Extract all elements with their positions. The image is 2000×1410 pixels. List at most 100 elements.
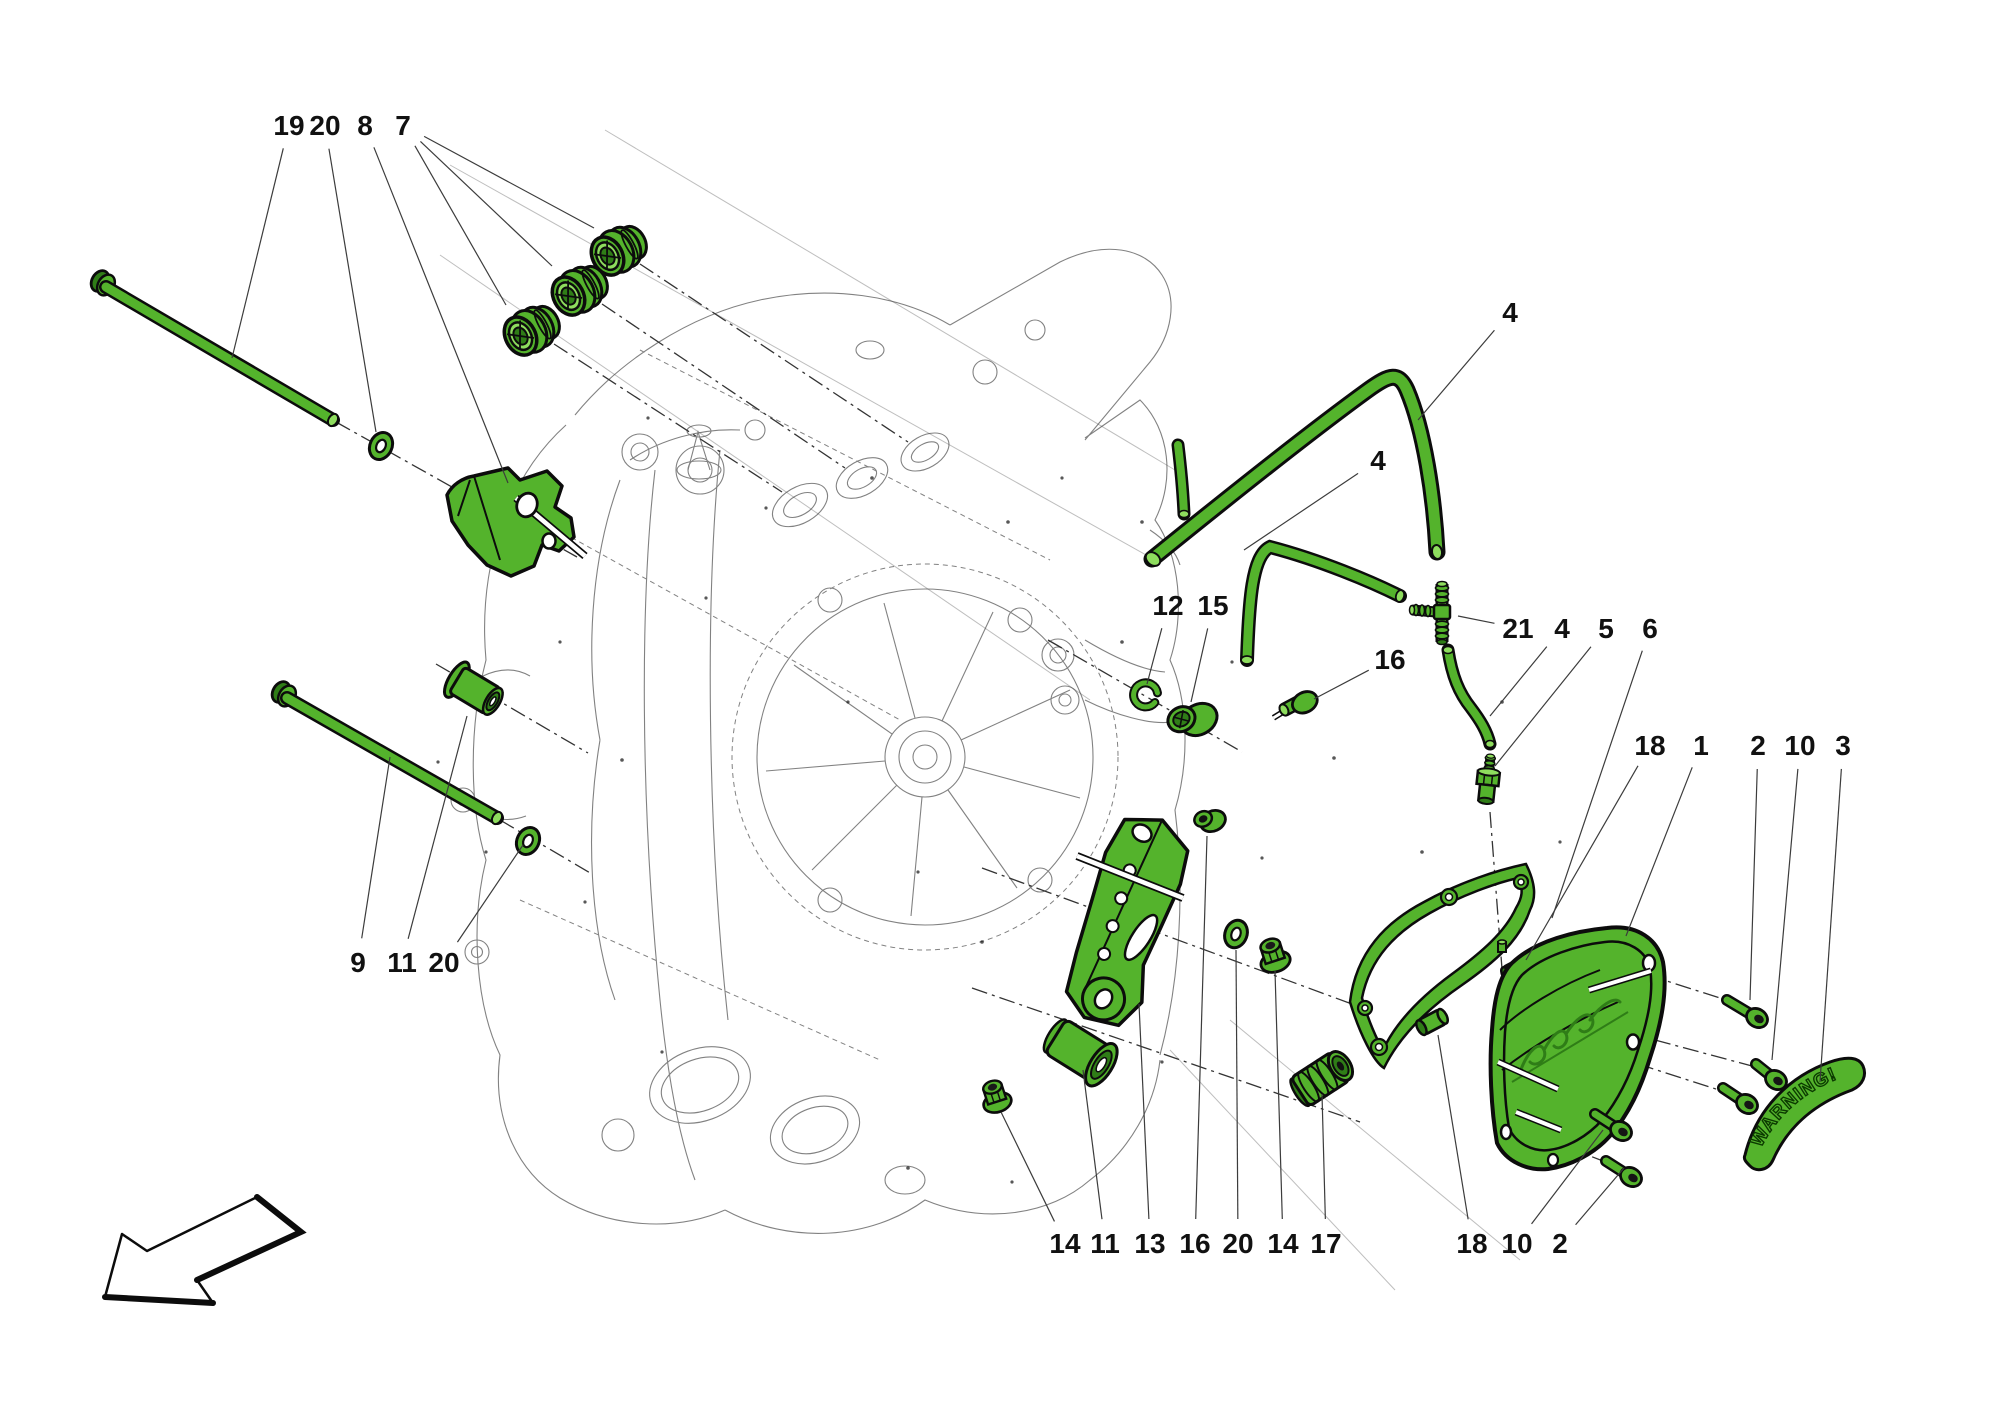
- bracket-13: [1064, 817, 1190, 1028]
- leader-line: [1525, 765, 1639, 961]
- stipple-dots: [436, 416, 1562, 1184]
- leader-line: [1000, 1111, 1056, 1222]
- part-callout-10-29: 10: [1501, 1228, 1532, 1259]
- part-callout-13-23: 13: [1134, 1228, 1165, 1259]
- cover-through-bolts: [1496, 967, 1653, 1134]
- part-callout-20-25: 20: [1222, 1228, 1253, 1259]
- leader-line: [1082, 1069, 1103, 1220]
- bolt-10-b: [1589, 1108, 1633, 1142]
- coupling-17: [1289, 1050, 1355, 1108]
- leader-line: [1138, 1003, 1150, 1220]
- part-callout-10-16: 10: [1784, 730, 1815, 761]
- leader-line: [1551, 650, 1643, 919]
- ghost-gearbox-case: [450, 248, 1186, 1234]
- bracket-8: [445, 466, 588, 578]
- bushing-11-a: [442, 660, 504, 716]
- part-callout-2-15: 2: [1750, 730, 1766, 761]
- construction-lines: [439, 129, 1521, 1291]
- leader-line: [373, 147, 509, 484]
- leader-line: [1457, 615, 1495, 624]
- plug-16-a: [1271, 690, 1319, 721]
- cover-bleed-fitting: [1497, 939, 1507, 953]
- leader-line: [1489, 646, 1548, 717]
- part-callout-19-0: 19: [273, 110, 304, 141]
- spacer-18-b: [1414, 1007, 1450, 1037]
- hose-4-upper: [1143, 368, 1446, 568]
- part-callout-6-12: 6: [1642, 613, 1658, 644]
- part-callout-2-30: 2: [1552, 1228, 1568, 1259]
- plugs-7: [502, 224, 648, 357]
- part-callout-11-22: 11: [1090, 1228, 1120, 1259]
- leader-line: [361, 756, 391, 939]
- part-callout-12-6: 12: [1152, 590, 1183, 621]
- bolt-2-b: [1717, 1082, 1759, 1115]
- bushing-11-b: [1042, 1018, 1119, 1088]
- part-callout-20-1: 20: [309, 110, 340, 141]
- warning-sticker-text: WARNING!: [1747, 1064, 1840, 1151]
- leader-line: [1313, 669, 1370, 700]
- leader-line: [1437, 1034, 1469, 1220]
- part-callout-18-13: 18: [1634, 730, 1665, 761]
- snap-ring-12: [1129, 678, 1162, 712]
- part-callout-1-14: 1: [1693, 730, 1709, 761]
- leader-line: [1190, 628, 1209, 703]
- part-callout-8-2: 8: [357, 110, 373, 141]
- hose-4-short: [1441, 643, 1497, 751]
- part-callout-4-4: 4: [1502, 297, 1518, 328]
- nut-14-b: [981, 1079, 1013, 1114]
- part-callout-20-20: 20: [428, 947, 459, 978]
- leader-line: [423, 135, 595, 229]
- leader-line: [1494, 646, 1592, 767]
- part-callout-21-9: 21: [1502, 613, 1533, 644]
- part-callout-16-24: 16: [1179, 1228, 1210, 1259]
- part-callout-5-11: 5: [1598, 613, 1614, 644]
- leader-line: [407, 715, 468, 939]
- leader-line: [1195, 835, 1208, 1220]
- leader-line: [414, 145, 507, 306]
- leader-line: [1771, 768, 1799, 1061]
- fitting-5: [1475, 753, 1502, 805]
- plug-15: [1166, 701, 1219, 738]
- washer-20-c: [1223, 918, 1249, 950]
- bolt-9: [270, 680, 504, 826]
- nut-14-a: [1259, 937, 1292, 974]
- part-callout-18-28: 18: [1456, 1228, 1487, 1259]
- leader-line: [420, 141, 553, 267]
- leader-line: [1749, 768, 1758, 1001]
- part-callout-9-18: 9: [350, 947, 366, 978]
- leader-line: [1531, 1129, 1604, 1225]
- leader-line: [231, 148, 284, 359]
- part-callout-3-17: 3: [1835, 730, 1851, 761]
- bolt-19: [89, 269, 340, 428]
- leader-line: [456, 844, 524, 943]
- leader-line: [1146, 628, 1163, 685]
- bolt-2-a: [1721, 994, 1769, 1029]
- part-callout-7-3: 7: [395, 110, 411, 141]
- bolt-10-a: [1750, 1058, 1788, 1091]
- leader-line: [1274, 970, 1283, 1220]
- washer-20-b: [514, 825, 542, 857]
- leader-line: [328, 148, 377, 433]
- leader-line: [1321, 1093, 1326, 1220]
- part-callout-14-21: 14: [1049, 1228, 1081, 1259]
- leader-line: [1819, 768, 1842, 1083]
- leader-line: [1235, 949, 1239, 1220]
- tee-connector-21: [1408, 580, 1452, 646]
- plug-16-b: [1193, 809, 1227, 834]
- part-callout-17-27: 17: [1310, 1228, 1341, 1259]
- part-callout-15-7: 15: [1197, 590, 1228, 621]
- leader-line: [1417, 329, 1495, 421]
- leader-line: [1575, 1167, 1625, 1226]
- leader-line: [1625, 767, 1693, 937]
- hose-4-lower: [1171, 438, 1407, 667]
- bolt-2-c: [1600, 1155, 1643, 1188]
- part-callout-14-26: 14: [1267, 1228, 1299, 1259]
- leader-line: [1243, 472, 1359, 551]
- gasket-6: [1348, 862, 1536, 1070]
- washer-20-a: [367, 430, 395, 462]
- cover-1: [1488, 925, 1667, 1172]
- direction-arrow: [102, 1194, 307, 1306]
- part-callout-4-5: 4: [1370, 445, 1386, 476]
